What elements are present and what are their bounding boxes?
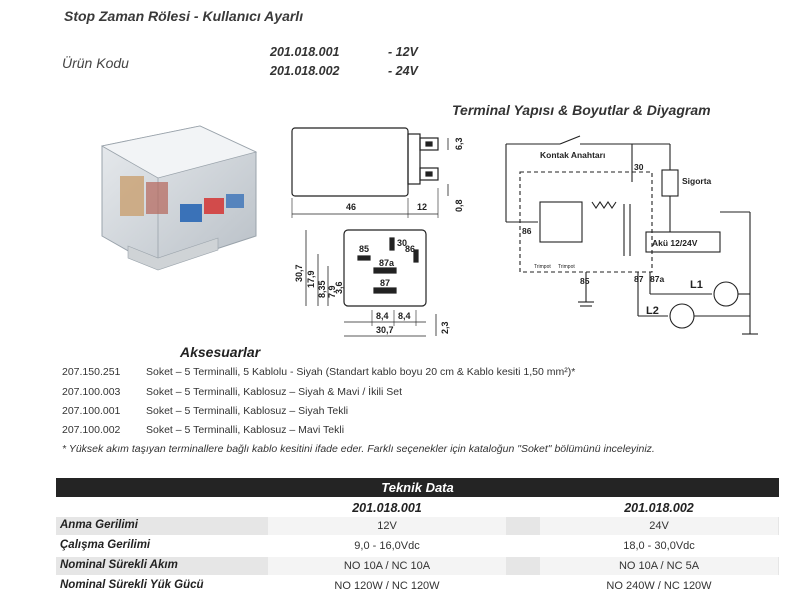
tech-cell: 24V <box>540 517 778 535</box>
pin-87: 87 <box>380 278 390 288</box>
page-title: Stop Zaman Rölesi - Kullanıcı Ayarlı <box>64 8 304 24</box>
dim-8-4-a: 8,4 <box>376 311 389 321</box>
dim-30-7-v: 30,7 <box>294 264 304 282</box>
tech-cell: NO 10A / NC 5A <box>540 557 778 575</box>
wiring-kontak: Kontak Anahtarı <box>540 150 605 160</box>
wiring-sigorta: Sigorta <box>682 176 712 186</box>
accessory-desc: Soket – 5 Terminalli, Kablosuz – Mavi Te… <box>146 424 345 436</box>
wiring-86: 86 <box>522 226 532 236</box>
dim-12: 12 <box>417 202 427 212</box>
wiring-trimpot-1: Trimpot <box>534 264 551 270</box>
accessory-code: 207.100.003 <box>62 386 121 398</box>
table-row <box>56 577 779 595</box>
wiring-diagram: Kontak Anahtarı Sigorta Akü 12/24V 30 86… <box>505 135 758 335</box>
tech-cell: NO 240W / NC 120W <box>606 580 712 592</box>
dim-6-3: 6,3 <box>454 137 464 150</box>
tech-cell: 18,0 - 30,0Vdc <box>623 540 695 552</box>
dim-3-6: 3,6 <box>334 281 344 294</box>
tech-col-2: 201.018.002 <box>624 501 694 515</box>
dim-2-3: 2,3 <box>440 321 450 334</box>
dim-30-7-h: 30,7 <box>376 325 394 335</box>
accessory-desc: Soket – 5 Terminalli, Kablosuz – Siyah T… <box>146 405 349 417</box>
tech-row-label: Çalışma Gerilimi <box>60 539 151 551</box>
product-voltage-2: - 24V <box>388 64 418 78</box>
dim-8-35: 8,35 <box>317 280 327 298</box>
product-code-label: Ürün Kodu <box>62 55 129 71</box>
footnote: * Yüksek akım taşıyan terminallere bağlı… <box>62 443 655 455</box>
dim-17-9: 17,9 <box>306 270 316 288</box>
dim-7-9: 7,9 <box>327 285 337 298</box>
tech-cell: 9,0 - 16,0Vdc <box>354 540 420 552</box>
tech-cell: NO 10A / NC 10A <box>268 557 506 575</box>
wiring-trimpot-2: Trimpot <box>558 264 575 270</box>
accessory-code: 207.100.002 <box>62 424 121 436</box>
tech-cell: NO 120W / NC 120W <box>334 580 440 592</box>
wiring-l1: L1 <box>690 279 703 291</box>
dimension-drawing: 46 12 6,3 0,8 30,7 17,9 8,35 7,9 3,6 8,4… <box>291 127 464 337</box>
tech-row-label: Nominal Sürekli Akım <box>60 559 178 571</box>
tech-cell: 12V <box>268 517 506 535</box>
accessory-code: 207.150.251 <box>62 366 121 378</box>
wiring-85: 85 <box>580 276 590 286</box>
wiring-30: 30 <box>634 162 644 172</box>
accessory-code: 207.100.001 <box>62 405 121 417</box>
dim-8-4-b: 8,4 <box>398 311 411 321</box>
tech-table-title: Teknik Data <box>56 478 779 497</box>
tech-col-1: 201.018.001 <box>352 501 422 515</box>
accessory-desc: Soket – 5 Terminalli, 5 Kablolu - Siyah … <box>146 366 576 378</box>
wiring-aku: Akü 12/24V <box>652 238 698 248</box>
wiring-l2: L2 <box>646 305 659 317</box>
relay-photo <box>100 125 258 271</box>
pin-87a: 87a <box>379 258 395 268</box>
product-voltage-1: - 12V <box>388 45 418 59</box>
diagram-title: Terminal Yapısı & Boyutlar & Diyagram <box>452 102 711 118</box>
pin-85: 85 <box>359 244 369 254</box>
tech-row-label: Nominal Sürekli Yük Gücü <box>60 579 204 591</box>
accessory-desc: Soket – 5 Terminalli, Kablosuz – Siyah &… <box>146 386 403 398</box>
wiring-87a: 87a <box>650 274 664 284</box>
pin-86: 86 <box>405 244 415 254</box>
dim-0-8: 0,8 <box>454 199 464 212</box>
pin-30: 30 <box>397 238 407 248</box>
table-row <box>56 537 779 555</box>
dim-46: 46 <box>346 202 356 212</box>
wiring-87: 87 <box>634 274 644 284</box>
product-code-1: 201.018.001 <box>270 45 340 59</box>
accessories-title: Aksesuarlar <box>180 344 261 360</box>
tech-row-label: Anma Gerilimi <box>60 519 138 531</box>
product-code-2: 201.018.002 <box>270 64 340 78</box>
